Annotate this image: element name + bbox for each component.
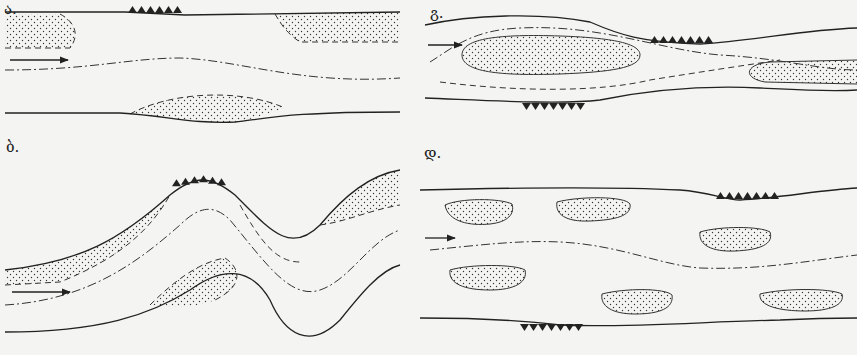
panel-label: ა. xyxy=(4,2,17,17)
erosion-mark xyxy=(743,192,752,199)
erosion-mark xyxy=(565,324,574,331)
erosion-mark xyxy=(725,192,734,199)
erosion-mark xyxy=(217,178,226,185)
erosion-mark xyxy=(695,36,704,43)
erosion-mark xyxy=(734,192,743,199)
erosion-mark xyxy=(761,192,770,199)
braided-channel xyxy=(420,188,857,326)
erosion-mark xyxy=(540,103,549,110)
erosion-mark xyxy=(567,103,576,110)
erosion-mark xyxy=(181,178,190,185)
erosion-mark xyxy=(208,177,217,184)
erosion-mark xyxy=(704,36,713,43)
erosion-mark xyxy=(146,6,155,13)
erosion-mark xyxy=(770,192,779,199)
erosion-mark xyxy=(155,6,164,13)
panel-label: ბ. xyxy=(6,140,19,155)
erosion-mark xyxy=(164,6,173,13)
erosion-mark xyxy=(529,324,538,331)
erosion-mark xyxy=(520,324,529,331)
panel-label: გ. xyxy=(430,6,444,21)
erosion-mark xyxy=(716,192,725,199)
erosion-mark xyxy=(752,192,761,199)
erosion-marks xyxy=(128,6,779,331)
straight-channel xyxy=(5,12,400,122)
erosion-mark xyxy=(128,6,137,13)
erosion-mark xyxy=(531,103,540,110)
erosion-mark xyxy=(686,36,695,43)
erosion-mark xyxy=(668,36,677,43)
erosion-mark xyxy=(547,324,556,331)
erosion-mark xyxy=(558,103,567,110)
erosion-mark xyxy=(659,36,668,43)
erosion-mark xyxy=(522,103,531,110)
erosion-mark xyxy=(574,324,583,331)
panel-label: დ. xyxy=(424,146,441,161)
island-channel xyxy=(425,16,857,102)
erosion-mark xyxy=(173,6,182,13)
erosion-mark xyxy=(650,36,659,43)
erosion-mark xyxy=(137,6,146,13)
erosion-mark xyxy=(538,324,547,331)
erosion-mark xyxy=(549,103,558,110)
erosion-mark xyxy=(556,324,565,331)
meandering-channel xyxy=(5,170,400,336)
erosion-mark xyxy=(190,176,199,183)
erosion-mark xyxy=(172,179,181,186)
erosion-mark xyxy=(576,103,585,110)
erosion-mark xyxy=(677,36,686,43)
erosion-mark xyxy=(199,175,208,182)
